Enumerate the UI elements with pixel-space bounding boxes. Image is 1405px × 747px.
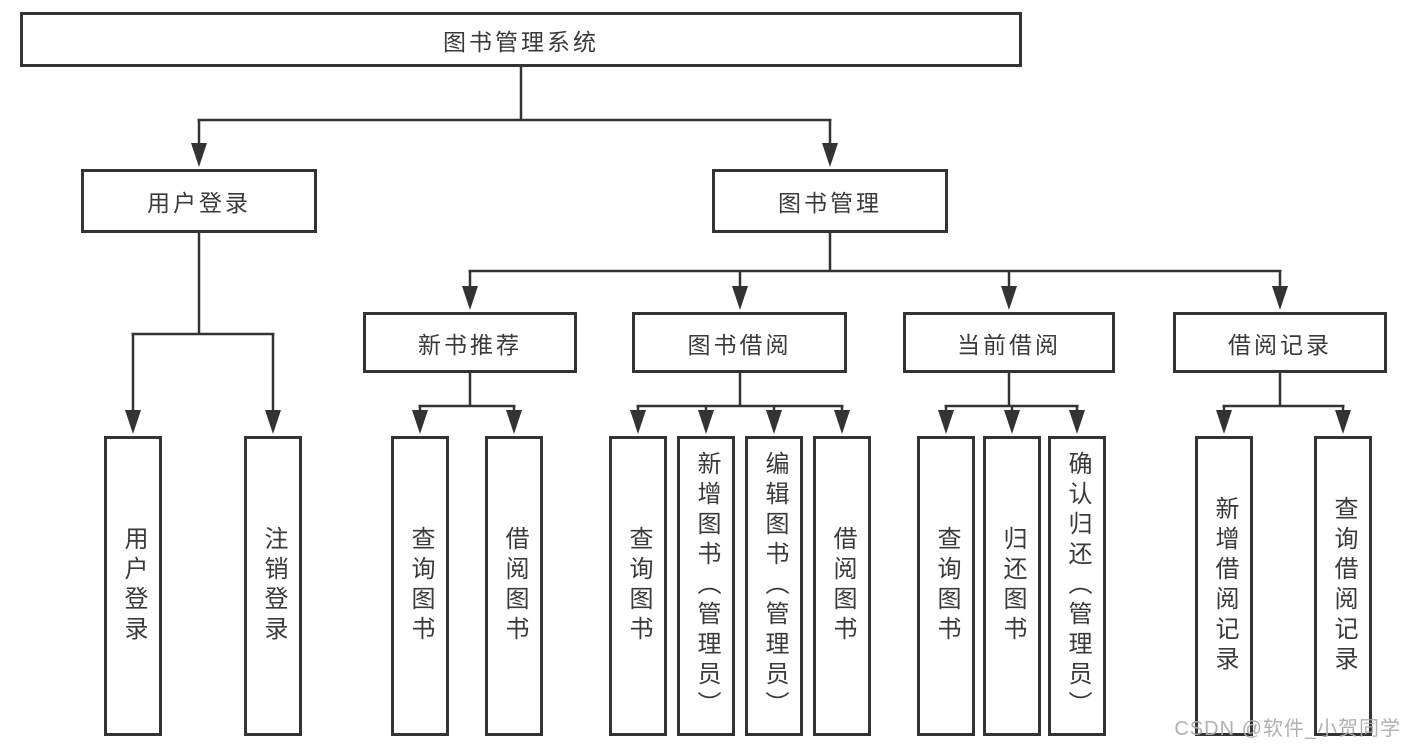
leaf-recommend-borrow-books: 借阅图书 — [485, 436, 543, 736]
connector-current-to-leaves — [938, 373, 1085, 434]
node-root: 图书管理系统 — [20, 12, 1022, 67]
node-book-borrow: 图书借阅 — [632, 312, 847, 373]
leaf-current-query-books-label: 查询图书 — [933, 526, 960, 646]
leaf-recommend-query-books: 查询图书 — [391, 436, 449, 736]
leaf-borrow-query-books: 查询图书 — [609, 436, 667, 736]
leaf-user-login-label: 用户登录 — [120, 526, 147, 646]
leaf-borrow-borrow-books: 借阅图书 — [813, 436, 871, 736]
node-root-label: 图书管理系统 — [443, 28, 599, 55]
leaf-current-return-books-label: 归还图书 — [999, 526, 1026, 646]
leaf-current-confirm-return-admin-label: 确认归还（管理员） — [1064, 451, 1091, 721]
watermark: CSDN @软件_小贺同学 — [1174, 718, 1401, 740]
node-book-borrow-label: 图书借阅 — [687, 331, 792, 358]
node-borrow-records-label: 借阅记录 — [1228, 331, 1332, 358]
leaf-borrow-edit-books-admin-label: 编辑图书（管理员） — [761, 451, 788, 721]
node-new-book-recommend: 新书推荐 — [363, 312, 577, 373]
leaf-records-add-borrow-record-label: 新增借阅记录 — [1211, 496, 1238, 676]
leaf-borrow-add-books-admin-label: 新增图书（管理员） — [693, 451, 720, 721]
connector-borrow-to-leaves — [630, 373, 850, 434]
node-borrow-records: 借阅记录 — [1173, 312, 1387, 373]
leaf-recommend-query-books-label: 查询图书 — [407, 526, 434, 646]
leaf-borrow-edit-books-admin: 编辑图书（管理员） — [745, 436, 803, 736]
leaf-borrow-add-books-admin: 新增图书（管理员） — [677, 436, 735, 736]
node-user-login-label: 用户登录 — [147, 190, 251, 216]
node-new-book-recommend-label: 新书推荐 — [418, 331, 522, 358]
connector-records-to-leaves — [1216, 373, 1351, 434]
leaf-logout: 注销登录 — [244, 436, 302, 736]
leaf-current-return-books: 归还图书 — [983, 436, 1041, 736]
connector-root-to-level2 — [191, 67, 838, 167]
leaf-borrow-query-books-label: 查询图书 — [625, 526, 652, 646]
leaf-recommend-borrow-books-label: 借阅图书 — [501, 526, 528, 646]
node-book-management: 图书管理 — [712, 169, 948, 233]
leaf-current-query-books: 查询图书 — [917, 436, 975, 736]
leaf-records-query-borrow-record: 查询借阅记录 — [1314, 436, 1372, 736]
node-current-borrow: 当前借阅 — [903, 312, 1115, 373]
leaf-borrow-borrow-books-label: 借阅图书 — [829, 526, 856, 646]
leaf-records-add-borrow-record: 新增借阅记录 — [1195, 436, 1253, 736]
leaf-logout-label: 注销登录 — [260, 526, 287, 646]
leaf-user-login: 用户登录 — [104, 436, 162, 736]
node-book-management-label: 图书管理 — [778, 190, 882, 216]
leaf-records-query-borrow-record-label: 查询借阅记录 — [1330, 496, 1357, 676]
leaf-current-confirm-return-admin: 确认归还（管理员） — [1048, 436, 1106, 736]
node-current-borrow-label: 当前借阅 — [957, 331, 1061, 358]
connector-recommend-to-leaves — [412, 373, 522, 434]
connector-login-to-leaves — [125, 233, 281, 434]
connector-management-to-level3 — [462, 233, 1288, 310]
node-user-login: 用户登录 — [81, 169, 317, 233]
